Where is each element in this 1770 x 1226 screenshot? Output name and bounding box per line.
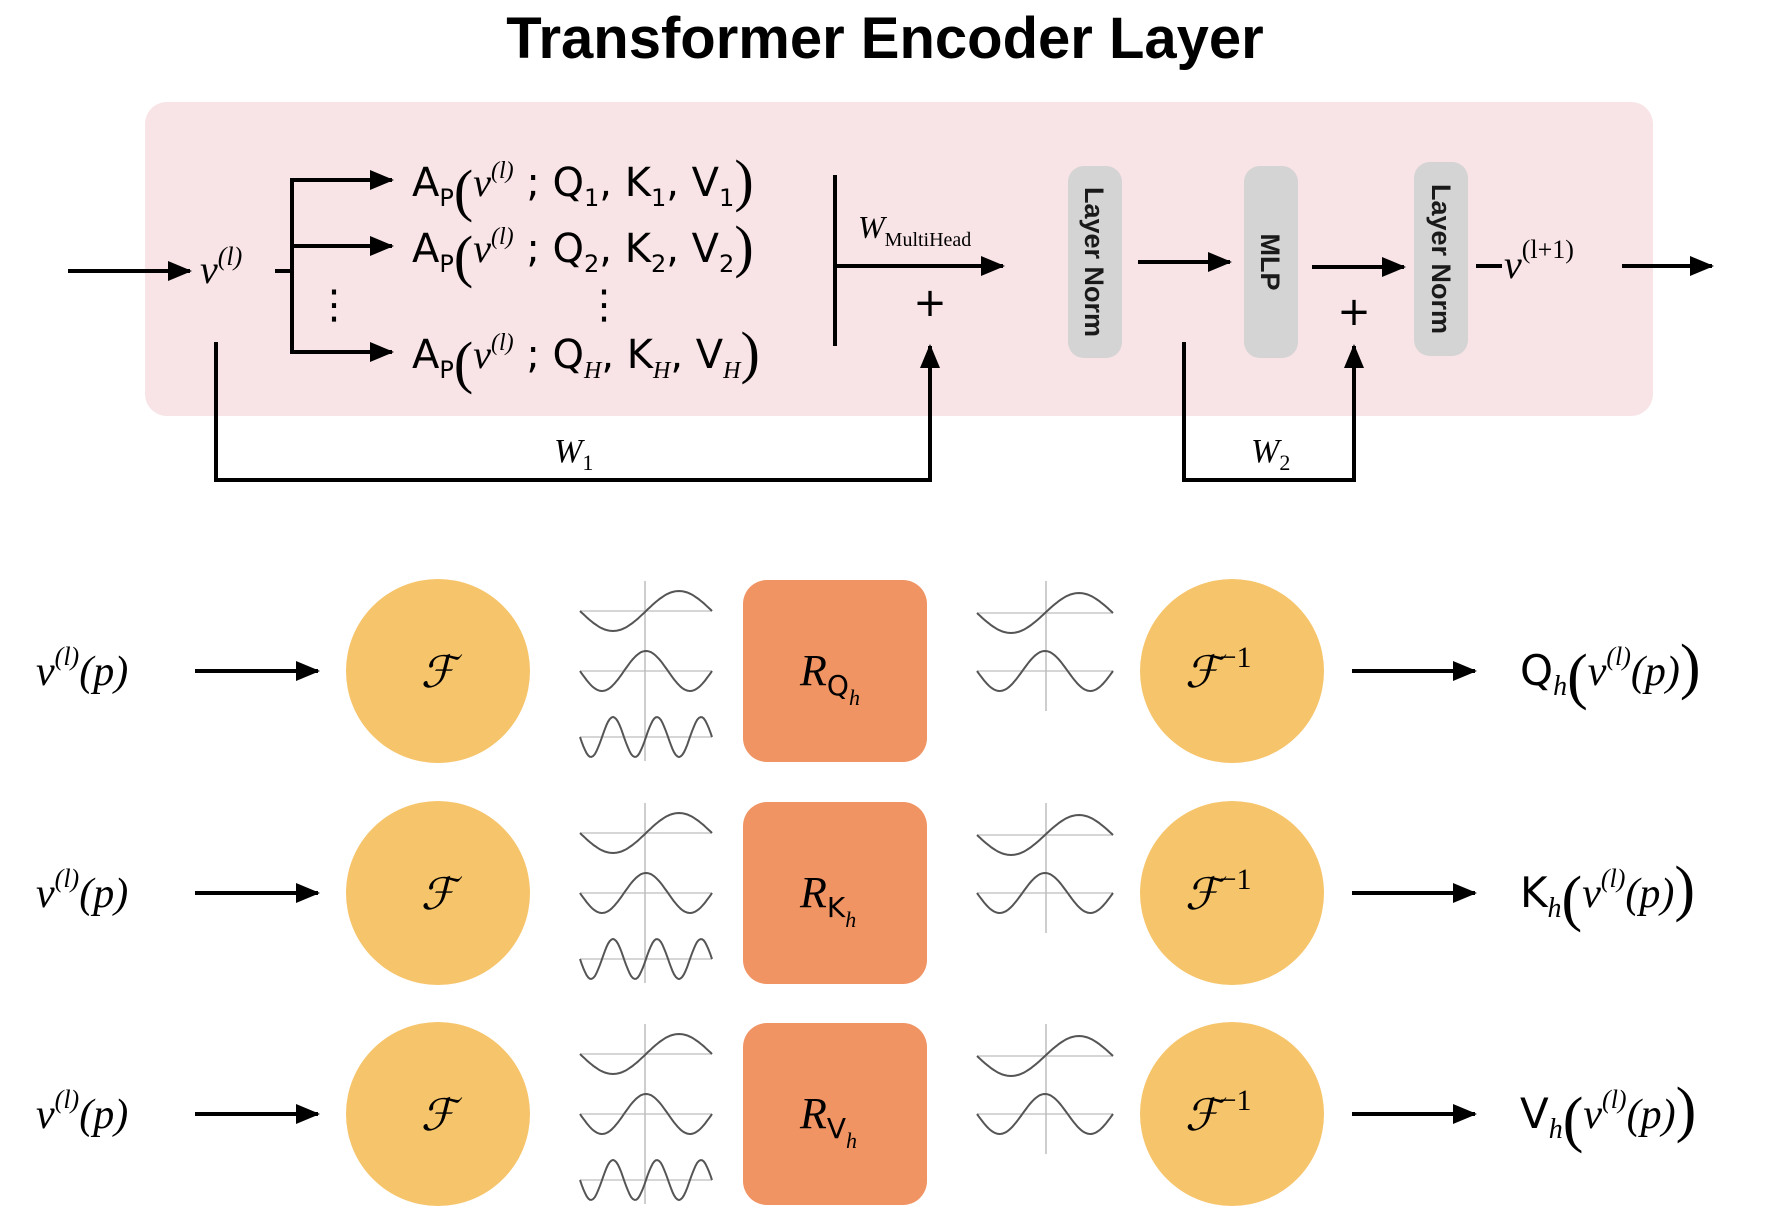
- layer-norm-label-2: Layer Norm: [1426, 184, 1456, 334]
- wave-left-3: [579, 1158, 713, 1202]
- attention-ellipsis: ⋮: [584, 282, 624, 328]
- residual-path-w2: [1182, 342, 1364, 482]
- encoder-input-label: v(l): [200, 242, 242, 292]
- frequency-waves-right: [976, 581, 1114, 711]
- frequency-waves-right: [976, 803, 1114, 933]
- wave-right-1: [976, 1034, 1114, 1078]
- layer-norm-block-2: [1414, 162, 1468, 356]
- frequency-waves-left: [579, 581, 713, 761]
- wave-left-1: [579, 1032, 713, 1076]
- residual-plus-1: +: [913, 280, 947, 326]
- inverse-fourier-circle: [1140, 1022, 1324, 1206]
- mlp-block: [1244, 166, 1298, 358]
- fourier-circle: [346, 579, 530, 763]
- w2-label: W2: [1251, 433, 1290, 475]
- row-output-label: Kh(v(l)(p)): [1520, 855, 1695, 933]
- rotation-label: RVh: [799, 1089, 857, 1153]
- wave-right-2: [976, 649, 1114, 693]
- attention-head-1: AP(v(l) ; Q1, K1, V1): [412, 148, 754, 223]
- row-input-label: v(l)(p): [36, 642, 128, 695]
- row-input-label: v(l)(p): [36, 864, 128, 917]
- layer-norm-block-1: [1068, 166, 1122, 358]
- frequency-waves-right: [976, 1024, 1114, 1154]
- inverse-fourier-circle: [1140, 801, 1324, 985]
- residual-path-w1: [214, 342, 940, 482]
- wave-right-1: [976, 591, 1114, 635]
- frequency-waves-left: [579, 803, 713, 983]
- w1-label: W1: [554, 433, 593, 475]
- row-output-label: Vh(v(l)(p)): [1520, 1076, 1696, 1154]
- branch-ellipsis: ⋮: [314, 282, 354, 328]
- wave-right-2: [976, 1092, 1114, 1136]
- rotation-label: RKh: [799, 868, 856, 932]
- rotation-box: [743, 802, 927, 984]
- wave-right-2: [976, 871, 1114, 915]
- inverse-fourier-circle: [1140, 579, 1324, 763]
- row-output-label: Qh(v(l)(p)): [1520, 633, 1701, 711]
- row-input-label: v(l)(p): [36, 1085, 128, 1138]
- wave-left-1: [579, 589, 713, 633]
- w-multihead-label: WMultiHead: [858, 209, 971, 251]
- rotation-box: [743, 1023, 927, 1205]
- encoder-output-label: v(l+1): [1504, 235, 1574, 287]
- inverse-fourier-symbol: ℱ−1: [1185, 641, 1252, 698]
- wave-left-3: [579, 715, 713, 759]
- wave-left-2: [579, 649, 713, 693]
- frequency-waves-left: [579, 1024, 713, 1204]
- diagram-title: Transformer Encoder Layer: [506, 6, 1264, 71]
- attention-head-3: AP(v(l) ; QH, KH, VH): [412, 320, 760, 395]
- wave-right-1: [976, 813, 1114, 857]
- layer-norm-label-1: Layer Norm: [1079, 187, 1109, 337]
- wave-left-3: [579, 937, 713, 981]
- attention-heads: AP(v(l) ; Q1, K1, V1)AP(v(l) ; Q2, K2, V…: [412, 148, 760, 395]
- attention-head-2: AP(v(l) ; Q2, K2, V2): [412, 214, 754, 289]
- wave-left-1: [579, 811, 713, 855]
- wave-left-2: [579, 871, 713, 915]
- rotation-label: RQh: [799, 646, 860, 710]
- fourier-circle: [346, 801, 530, 985]
- mlp-label: MLP: [1255, 234, 1285, 291]
- fourier-circle: [346, 1022, 530, 1206]
- wave-left-2: [579, 1092, 713, 1136]
- residual-plus-2: +: [1337, 289, 1371, 335]
- rotation-box: [743, 580, 927, 762]
